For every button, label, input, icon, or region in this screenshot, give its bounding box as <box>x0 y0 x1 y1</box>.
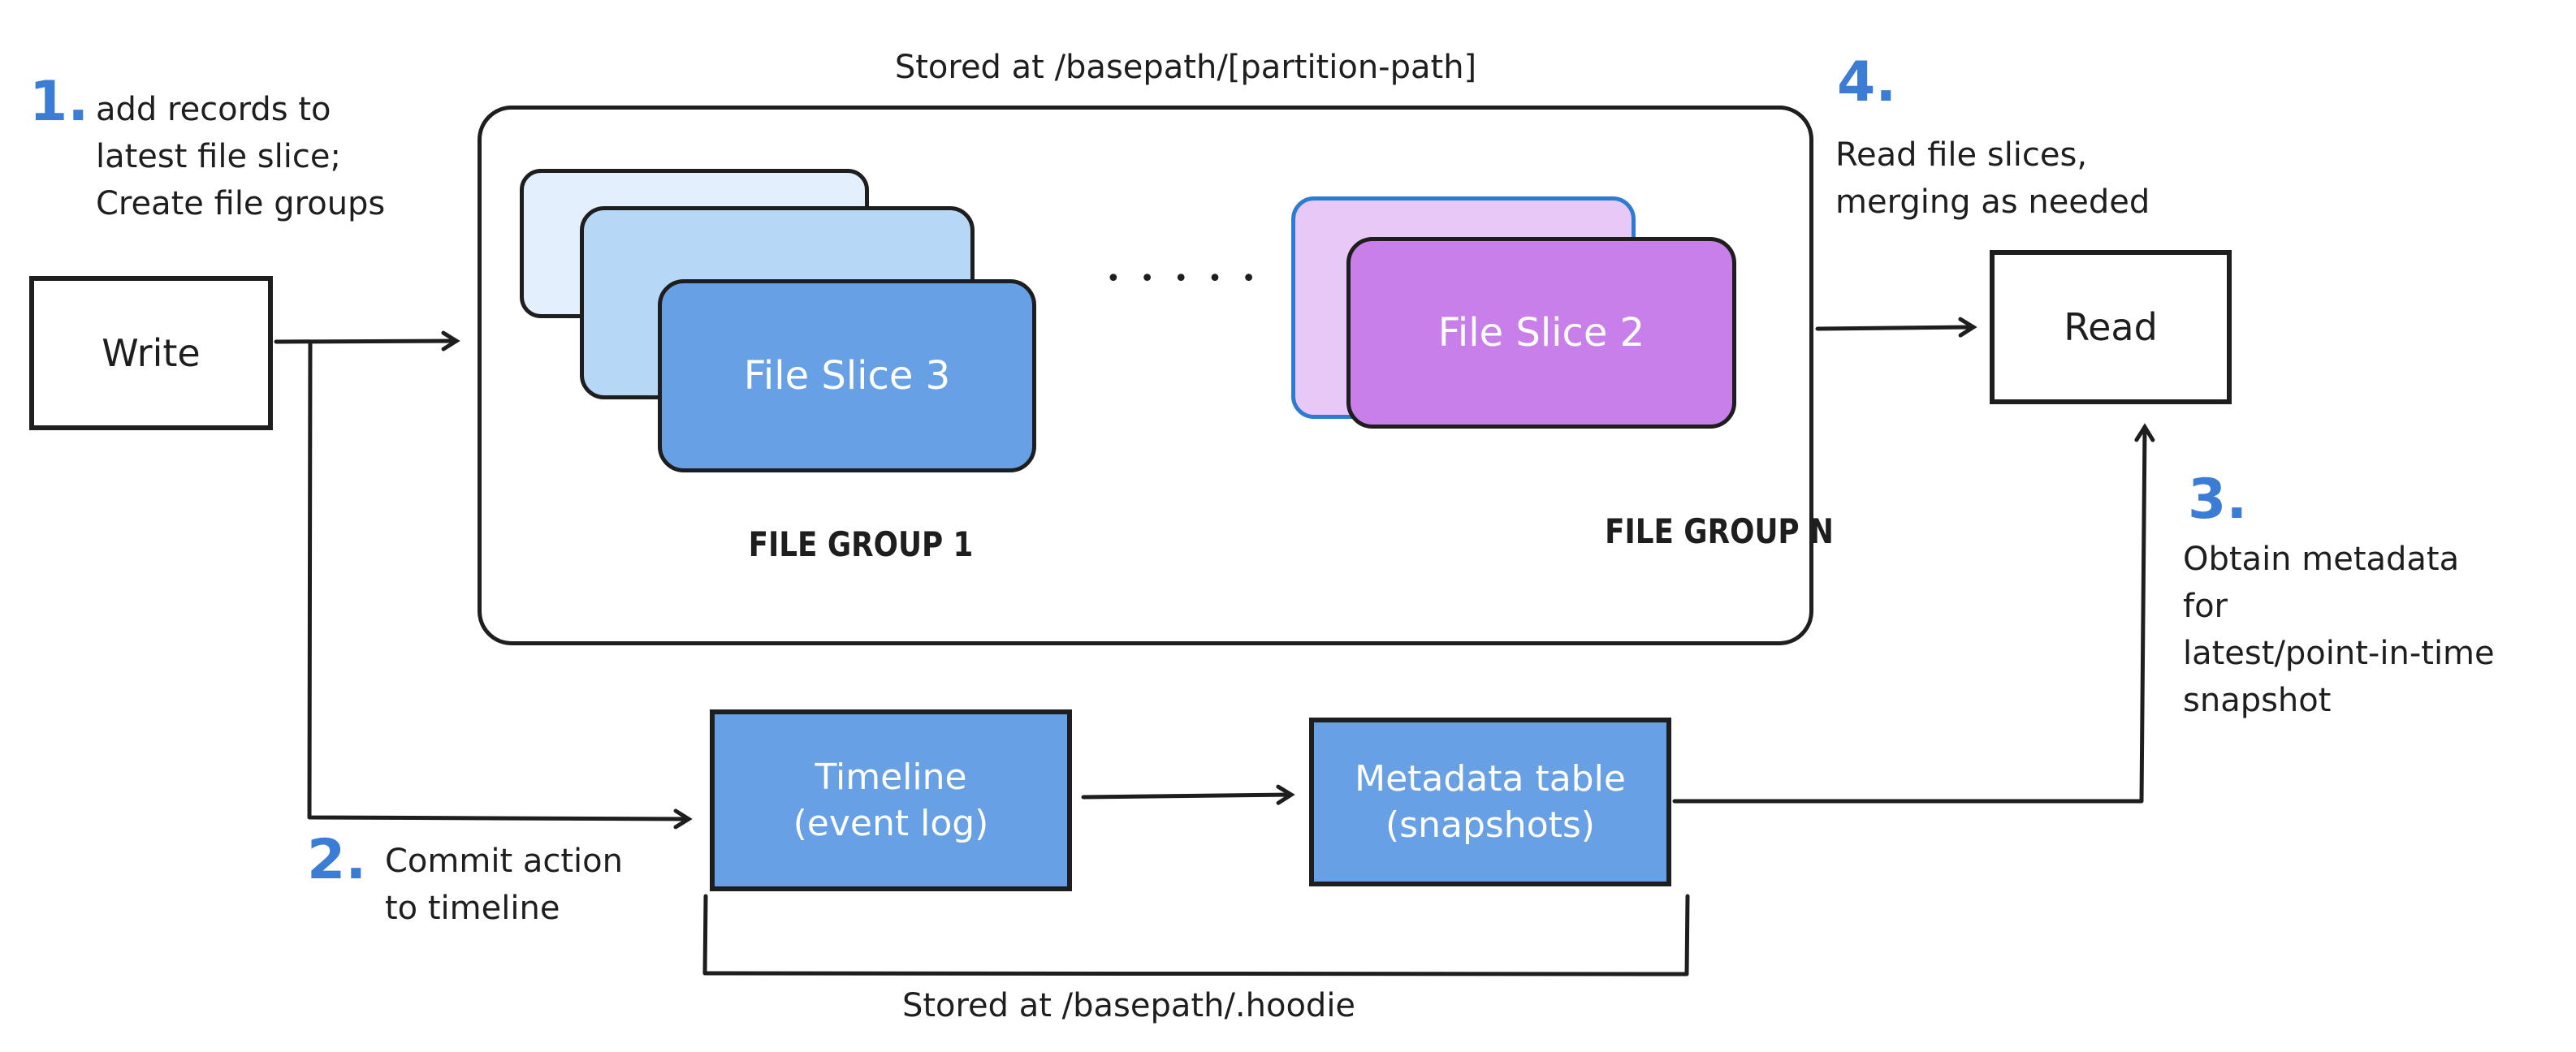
metadata-table-node: Metadata table (snapshots) <box>1309 718 1671 886</box>
step-3-text: Obtain metadata for latest/point-in-time… <box>2183 541 2495 719</box>
timeline-node: Timeline (event log) <box>710 709 1072 891</box>
file-slice-2-card: File Slice 2 <box>1346 237 1736 429</box>
step-4-number: 4. <box>1837 50 1897 114</box>
bracket-hoodie-path <box>702 894 1690 977</box>
hoodie-path-label: Stored at /basepath/.hoodie <box>901 987 1356 1024</box>
step-4-text: Read file slices, merging as needed <box>1835 136 2150 221</box>
arrow-write-to-filegroups <box>274 330 460 351</box>
write-node: Write <box>29 276 273 430</box>
arrow-filegroups-to-read <box>1815 317 1977 338</box>
more-groups-ellipsis: ••••• <box>1106 265 1276 293</box>
step-3-number: 3. <box>2188 468 2248 532</box>
partition-path-label: Stored at /basepath/[partition-path] <box>894 49 1477 86</box>
step-1-number: 1. <box>29 70 89 134</box>
file-slice-3-card: File Slice 3 <box>658 279 1036 472</box>
read-node: Read <box>1990 250 2232 404</box>
write-node-label: Write <box>102 331 201 375</box>
step-2-text: Commit action to timeline <box>385 843 623 927</box>
file-slice-2-label: File Slice 2 <box>1437 310 1645 356</box>
step-2-number: 2. <box>307 828 367 892</box>
file-slice-3-label: File Slice 3 <box>743 353 951 399</box>
step-1-text: add records to latest file slice; Create… <box>96 91 386 222</box>
arrow-write-to-timeline <box>307 341 693 830</box>
file-group-n-label: FILE GROUP N <box>1605 511 1834 551</box>
arrow-metadata-to-read <box>1672 423 2155 804</box>
metadata-table-node-label: Metadata table (snapshots) <box>1355 757 1626 846</box>
timeline-node-label: Timeline (event log) <box>793 756 989 844</box>
file-group-1-label: FILE GROUP 1 <box>748 524 974 564</box>
read-node-label: Read <box>2064 305 2158 349</box>
arrow-timeline-to-metadata <box>1081 784 1295 805</box>
